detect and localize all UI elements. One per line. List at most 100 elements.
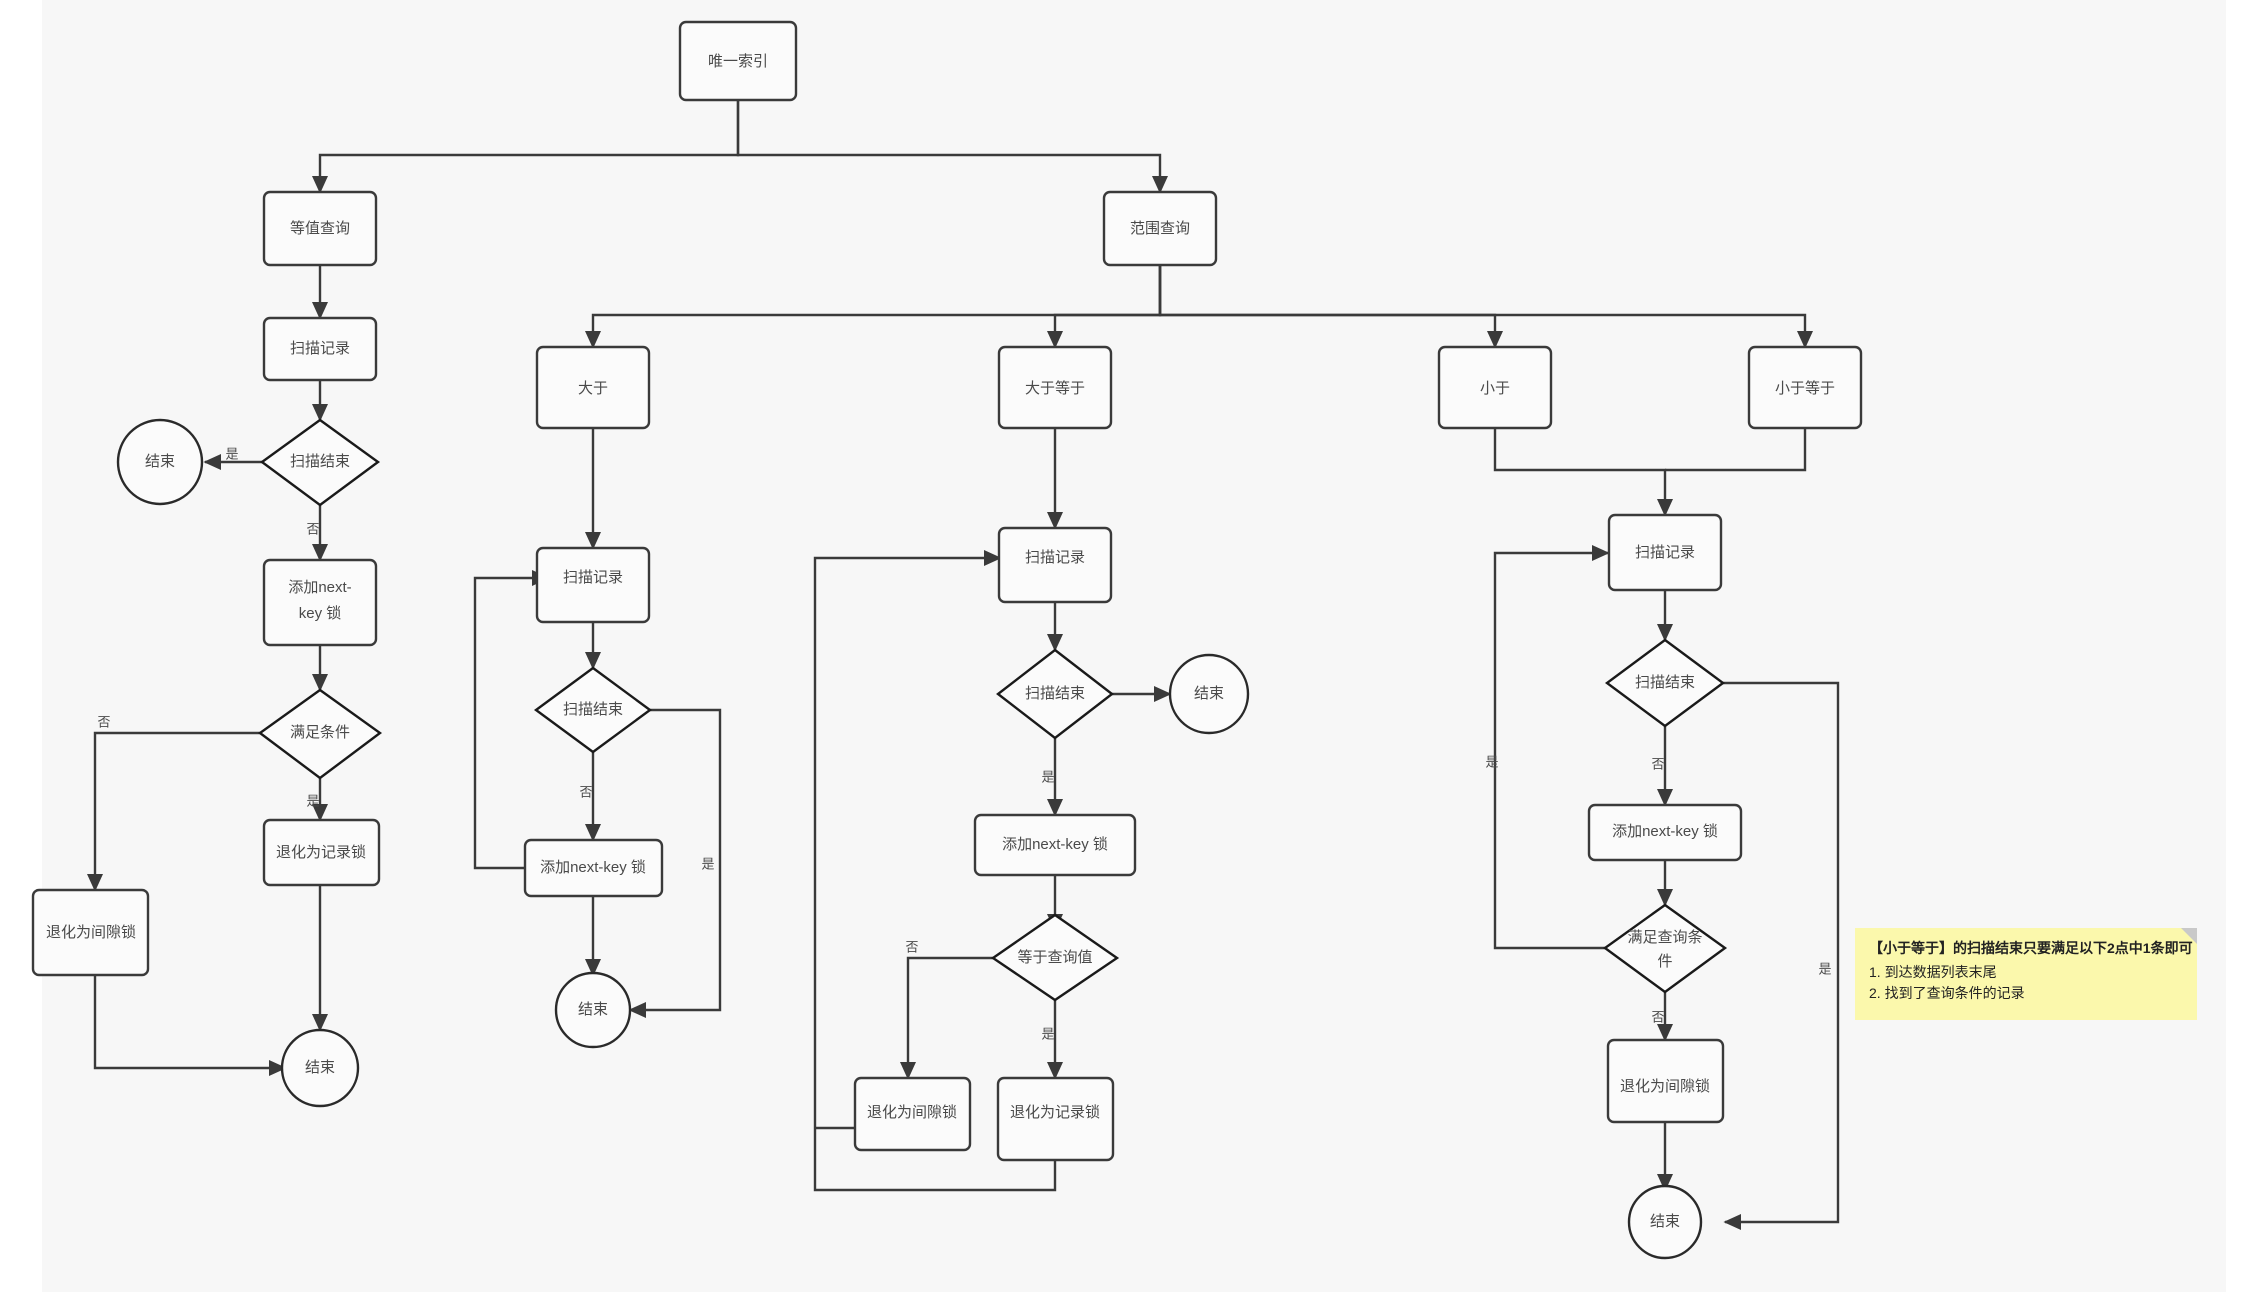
node-gt-scan-end[interactable] [533, 666, 653, 754]
node-eq-query-label: 等值查询 [290, 219, 350, 237]
node-eq-query[interactable] [262, 190, 378, 267]
node-lte[interactable] [1747, 345, 1863, 430]
edge-label-eqcond-no: 否 [97, 714, 110, 729]
node-gte-eqval-label: 等于查询值 [1017, 948, 1092, 966]
edge-lt-to-scan [1493, 428, 1673, 517]
node-gt-label: 大于 [578, 380, 608, 397]
node-gte-record-lock-label: 退化为记录锁 [1010, 1104, 1100, 1121]
node-lt-scan[interactable] [1607, 513, 1723, 592]
node-eq-scan[interactable] [262, 316, 378, 382]
edge-label-ltcond-yes: 是 [1485, 754, 1498, 769]
node-lt-nextkey[interactable] [1587, 803, 1743, 862]
node-gt-nextkey[interactable] [523, 838, 664, 898]
node-lt-end-label: 结束 [1650, 1213, 1680, 1230]
node-lt-gap-lock[interactable] [1606, 1038, 1725, 1124]
node-gte-gap-lock-label: 退化为间隙锁 [867, 1104, 957, 1121]
node-lt-scan-end[interactable] [1604, 638, 1726, 728]
node-lt-nextkey-label: 添加next-key 锁 [1612, 823, 1718, 840]
node-gte-record-lock[interactable] [996, 1076, 1115, 1162]
edge-label-eq-yes: 是 [225, 446, 238, 461]
node-gte[interactable] [997, 345, 1113, 430]
node-gt-scan-label: 扫描记录 [563, 569, 623, 586]
edge-ltcond-yes-scan [1493, 545, 1610, 950]
edge-label-gte-yes: 是 [1041, 769, 1054, 784]
node-gte-scan[interactable] [997, 526, 1113, 604]
note-fold-corner [2181, 928, 2197, 944]
sticky-note: 【小于等于】的扫描结束只要满足以下2点中1条即可 1. 到达数据列表末尾 2. … [1855, 928, 2197, 1020]
node-lt-scan-label: 扫描记录 [1635, 544, 1695, 561]
node-lt-end[interactable] [1627, 1184, 1703, 1260]
edge-record-loop-scan [813, 550, 1057, 1192]
node-gte-end[interactable] [1168, 653, 1250, 735]
node-eq-end[interactable] [280, 1028, 360, 1108]
node-eq-record-lock[interactable] [262, 818, 381, 887]
node-eq-nextkey-line1: 添加next- [288, 579, 351, 596]
edge-root-to-eq [312, 100, 740, 194]
edge-gtnextkey-loop-scan [473, 570, 550, 870]
node-eq-end-yes[interactable] [116, 418, 204, 506]
node-gte-scan-label: 扫描记录 [1025, 549, 1085, 566]
node-eq-scan-label: 扫描记录 [290, 340, 350, 357]
node-root-label: 唯一索引 [708, 53, 768, 70]
edge-lte-to-merge [1665, 428, 1807, 472]
node-eq-cond[interactable] [257, 688, 383, 780]
node-eq-scan-end[interactable] [259, 418, 381, 507]
node-gt-scan-end-label: 扫描结束 [563, 701, 623, 718]
node-gte-nextkey[interactable] [973, 813, 1137, 877]
edge-gap-to-end [93, 975, 287, 1076]
edge-label-lt-no: 否 [1651, 756, 1664, 771]
node-root[interactable] [678, 20, 798, 102]
node-lt-gap-lock-label: 退化为间隙锁 [1620, 1078, 1710, 1095]
node-eq-end-label: 结束 [305, 1059, 335, 1076]
edge-label-gt-no: 否 [579, 784, 592, 799]
node-range-query-label: 范围查询 [1130, 220, 1190, 237]
edge-label-eqval-no: 否 [905, 939, 918, 954]
node-gte-label: 大于等于 [1025, 379, 1085, 397]
edge-range-to-gt [585, 265, 1162, 349]
edge-label-eq-no: 否 [306, 521, 319, 536]
node-gte-scan-end[interactable] [996, 648, 1114, 740]
edge-label-ltcond-no: 否 [1651, 1009, 1664, 1024]
edge-gtscanend-yes-end [628, 708, 722, 1018]
node-range-query[interactable] [1102, 190, 1218, 267]
node-eq-end-yes-label: 结束 [145, 453, 175, 470]
node-eq-record-lock-label: 退化为记录锁 [276, 844, 366, 861]
edge-label-lt-yes: 是 [1818, 961, 1831, 976]
node-gt-end[interactable] [554, 971, 632, 1049]
node-gt-scan[interactable] [535, 546, 651, 624]
node-lt-cond[interactable] [1602, 903, 1728, 994]
note-line-2: 2. 找到了查询条件的记录 [1869, 985, 2025, 1002]
node-gte-nextkey-label: 添加next-key 锁 [1002, 836, 1108, 853]
node-lt-cond-line2: 件 [1657, 953, 1672, 970]
node-gt-end-label: 结束 [578, 1001, 608, 1018]
node-lt-cond-line1: 满足查询条 [1627, 929, 1702, 946]
node-gte-end-label: 结束 [1194, 685, 1224, 702]
node-gt[interactable] [535, 345, 651, 430]
node-lt[interactable] [1437, 345, 1553, 430]
edge-range-to-lt [1158, 265, 1503, 349]
node-eq-nextkey[interactable] [262, 558, 378, 647]
edge-range-to-gte [1047, 265, 1162, 349]
edge-eqval-no-gap [900, 956, 998, 1080]
node-gte-eqval[interactable] [990, 913, 1120, 1002]
edge-range-to-lte [1158, 265, 1813, 349]
edge-root-to-range [736, 100, 1168, 194]
node-lt-scan-end-label: 扫描结束 [1635, 674, 1695, 691]
node-eq-gap-lock[interactable] [31, 888, 150, 977]
node-gt-nextkey-label: 添加next-key 锁 [540, 859, 646, 876]
node-eq-cond-label: 满足条件 [290, 724, 350, 741]
note-title: 【小于等于】的扫描结束只要满足以下2点中1条即可 [1869, 940, 2193, 956]
note-line-1: 1. 到达数据列表末尾 [1869, 963, 1997, 980]
edge-ltscanend-yes-end [1722, 681, 1840, 1230]
edge-label-eqval-yes: 是 [1041, 1026, 1054, 1041]
node-lt-label: 小于 [1480, 380, 1510, 397]
node-eq-scan-end-label: 扫描结束 [290, 453, 350, 470]
edge-label-gt-yes: 是 [701, 856, 714, 871]
edge-cond-no-gap [87, 731, 265, 892]
node-lte-label: 小于等于 [1775, 379, 1835, 397]
node-gte-gap-lock[interactable] [853, 1076, 972, 1152]
edge-label-eqcond-yes: 是 [306, 793, 319, 808]
node-eq-nextkey-line2: key 锁 [299, 605, 342, 622]
